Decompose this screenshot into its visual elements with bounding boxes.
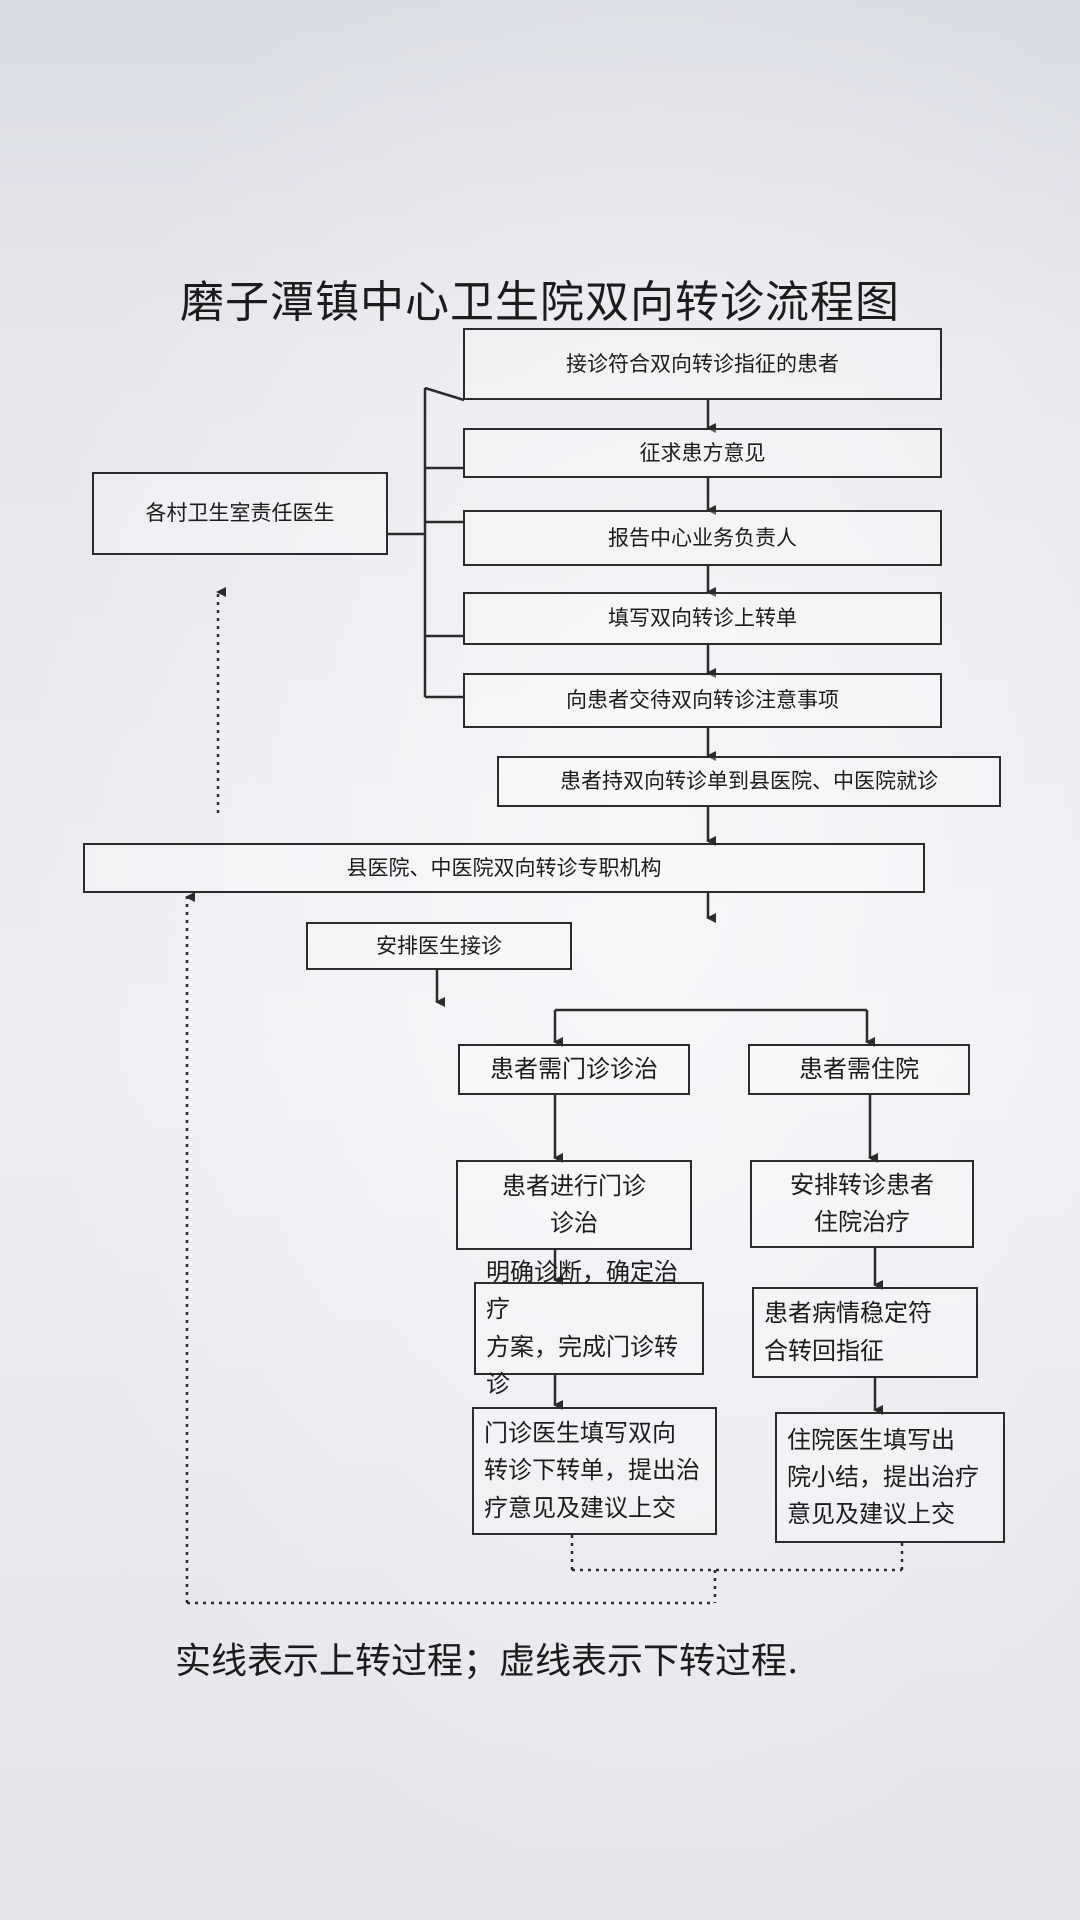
box-village-doctor: 各村卫生室责任医生 xyxy=(92,472,388,555)
box-inpatient-discharge: 住院医生填写出 院小结，提出治疗 意见及建议上交 xyxy=(775,1412,1005,1543)
legend-footnote: 实线表示上转过程；虚线表示下转过程. xyxy=(175,1641,799,1682)
box-diagnosis: 明确诊断，确定治疗 方案，完成门诊转诊 xyxy=(474,1258,704,1398)
box-report-head: 报告中心业务负责人 xyxy=(463,510,942,566)
bracket-receive xyxy=(424,386,465,402)
box-outpatient-down-form: 门诊医生填写双向 转诊下转单，提出治 疗意见及建议上交 xyxy=(472,1407,717,1535)
box-need-inpatient: 患者需住院 xyxy=(748,1044,970,1095)
box-go-hospital: 患者持双向转诊单到县医院、中医院就诊 xyxy=(497,756,1001,807)
box-do-outpatient: 患者进行门诊 诊治 xyxy=(456,1160,692,1250)
box-consult-patient: 征求患方意见 xyxy=(463,428,942,478)
box-need-outpatient: 患者需门诊诊治 xyxy=(458,1044,690,1095)
box-fill-up-form: 填写双向转诊上转单 xyxy=(463,592,942,645)
box-county-office: 县医院、中医院双向转诊专职机构 xyxy=(83,843,925,893)
box-stable-condition: 患者病情稳定符 合转回指征 xyxy=(752,1287,978,1378)
box-inform-patient: 向患者交待双向转诊注意事项 xyxy=(463,673,942,728)
box-arrange-inpatient: 安排转诊患者 住院治疗 xyxy=(750,1160,974,1248)
box-arrange-doctor: 安排医生接诊 xyxy=(306,922,572,970)
box-receive-patient: 接诊符合双向转诊指征的患者 xyxy=(463,328,942,400)
diagram-title: 磨子潭镇中心卫生院双向转诊流程图 xyxy=(180,277,900,328)
